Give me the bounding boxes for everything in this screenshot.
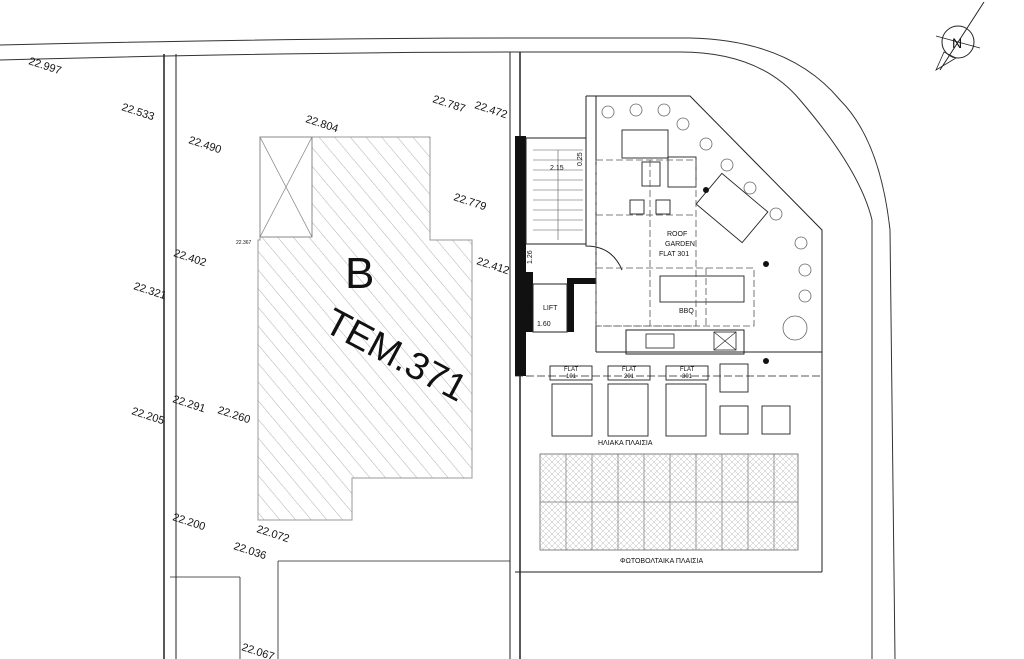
north-label: N xyxy=(952,35,962,51)
stair-dimension: 0.25 xyxy=(577,152,584,166)
solar-flat-label: FLAT xyxy=(680,367,695,373)
elevation-label: 22.402 xyxy=(172,247,208,269)
lift-dimension-horizontal: 1.60 xyxy=(537,321,551,328)
elevation-label: 22.205 xyxy=(130,405,166,427)
solar-flat-number: 101 xyxy=(566,374,577,380)
solar-flat-label: FLAT xyxy=(622,367,637,373)
solar-flat-number: 301 xyxy=(682,374,693,380)
lift-dimension-vertical: 1.60 xyxy=(527,304,534,318)
solar-flat-number: 201 xyxy=(624,374,635,380)
elevation-label: 22.367 xyxy=(236,240,252,246)
roof-plan xyxy=(515,95,823,573)
elevation-label: 22.804 xyxy=(304,113,340,135)
solar-panels-label: ΗΛΙΑΚΑ ΠΛΑΙΣΙΑ xyxy=(598,440,653,447)
elevation-label: 22.321 xyxy=(132,280,168,302)
roof-garden-label: FLAT 301 xyxy=(659,251,689,258)
solar-flat-label: FLAT xyxy=(564,367,579,373)
elevation-label: 22.036 xyxy=(232,540,268,562)
elevation-label: 22.072 xyxy=(255,523,291,545)
stair-dimension-vertical: 1.26 xyxy=(527,250,534,264)
lift-label: LIFT xyxy=(543,305,558,312)
roof-garden-label: GARDEN xyxy=(665,241,695,248)
plot-letter: B xyxy=(345,249,374,298)
roof-garden-label: ROOF xyxy=(667,231,687,238)
elevation-label: 22.779 xyxy=(452,191,488,213)
elevation-label: 22.067 xyxy=(240,641,276,659)
neighbour-building xyxy=(257,136,473,521)
elevation-label: 22.260 xyxy=(216,404,252,426)
elevation-label: 22.787 xyxy=(431,93,467,115)
elevation-label: 22.412 xyxy=(475,255,511,277)
north-arrow: N xyxy=(935,1,985,71)
pv-panels-label: ΦΩΤΟΒΟΛΤΑΙΚΑ ΠΛΑΙΣΙΑ xyxy=(620,558,703,565)
room-labels: LIFT 1.60 1.60 2.15 0.25 1.26 ROOF GARDE… xyxy=(527,152,703,565)
elevation-label: 22.490 xyxy=(187,134,223,156)
elevation-label: 22.472 xyxy=(473,99,509,121)
bbq-label: BBQ xyxy=(679,308,694,315)
elevation-label: 22.533 xyxy=(120,101,156,123)
road-edges xyxy=(0,37,896,659)
stair-dimension: 2.15 xyxy=(550,165,564,172)
